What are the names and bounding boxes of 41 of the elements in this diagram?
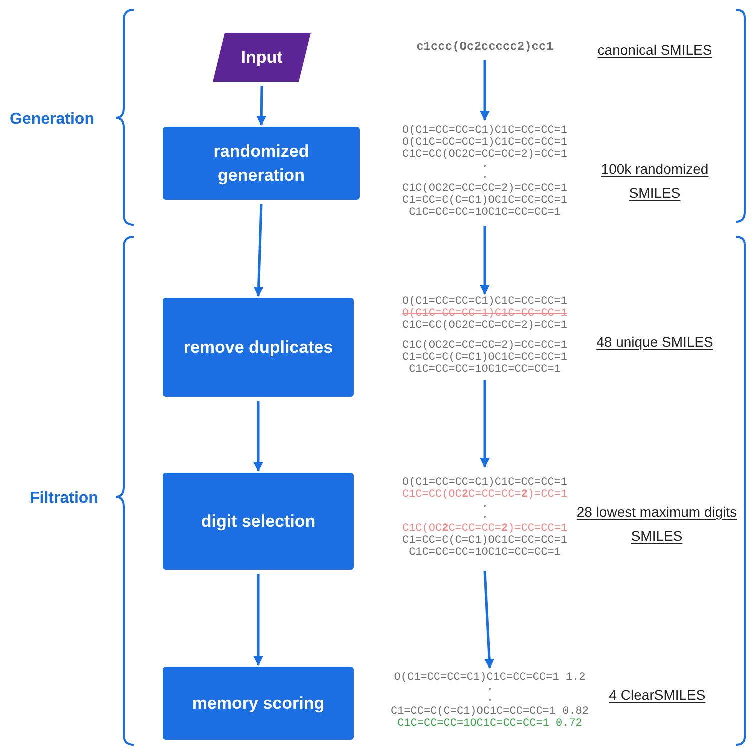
- smiles-line: C1C(OC2C=CC=CC=2)=CC=CC=1: [402, 523, 568, 535]
- smiles-line: C1C=CC(OC2C=CC=CC=2)=CC=1: [402, 149, 568, 161]
- arrow: [254, 401, 264, 472]
- smiles-line: C1=CC=C(C=C1)OC1C=CC=CC=1: [402, 535, 568, 547]
- smiles-line: O(C1C=CC=CC=1)C1C=CC=CC=1: [402, 308, 568, 320]
- process-box: digit selection: [163, 473, 354, 570]
- smiles-line: C1C=CC=CC=1OC1C=CC=CC=1: [409, 547, 561, 559]
- input-parallelogram: Input: [213, 33, 311, 82]
- arrow: [254, 204, 264, 297]
- smiles-line: C1C=CC(OC2C=CC=CC=2)=CC=1: [402, 489, 568, 501]
- count-caption: 48 unique SMILES: [596, 333, 714, 352]
- smiles-line: O(C1C=CC=CC=1)C1C=CC=CC=1: [402, 137, 568, 149]
- smiles-line: C1=CC=C(C=C1)OC1C=CC=CC=1: [402, 352, 568, 364]
- phase-label: Filtration: [30, 489, 98, 509]
- arrow: [480, 226, 490, 295]
- smiles-line: C1=CC=C(C=C1)OC1C=CC=CC=1: [402, 195, 568, 207]
- smiles-line: C1C=CC=CC=1OC1C=CC=CC=1: [409, 207, 561, 219]
- smiles-line: c1ccc(Oc2ccccc2)cc1: [416, 41, 554, 53]
- smiles-line: C1C(OC2C=CC=CC=2)=CC=CC=1: [402, 340, 568, 352]
- process-box: randomized generation: [163, 127, 360, 200]
- smiles-line: C1C=CC=CC=1OC1C=CC=CC=1: [409, 364, 561, 376]
- smiles-line: O(C1=CC=CC=C1)C1C=CC=CC=1: [402, 125, 568, 137]
- arrow: [480, 380, 490, 468]
- smiles-line: C1C(OC2C=CC=CC=2)=CC=CC=1: [402, 183, 568, 195]
- smiles-line: C1C=CC=CC=1OC1C=CC=CC=1 0.72: [398, 718, 582, 730]
- process-box: remove duplicates: [163, 298, 354, 397]
- count-caption: 28 lowest maximum digits SMILES: [576, 503, 738, 546]
- arrow: [484, 570, 495, 669]
- smiles-line: O(C1=CC=CC=C1)C1C=CC=CC=1 1.2: [394, 672, 586, 684]
- process-box: memory scoring: [163, 667, 354, 740]
- count-caption: 100k randomized SMILES: [600, 160, 710, 203]
- phase-label: Generation: [10, 110, 94, 130]
- count-caption: 4 ClearSMILES: [608, 686, 707, 705]
- arrow: [256, 86, 267, 126]
- smiles-line: C1C=CC(OC2C=CC=CC=2)=CC=1: [402, 320, 568, 332]
- smiles-line: C1=CC=C(C=C1)OC1C=CC=CC=1 0.82: [390, 706, 590, 718]
- smiles-line: O(C1=CC=CC=C1)C1C=CC=CC=1: [402, 477, 568, 489]
- arrow: [254, 574, 264, 666]
- count-caption: canonical SMILES: [596, 41, 714, 60]
- smiles-line: O(C1=CC=CC=C1)C1C=CC=CC=1: [402, 296, 568, 308]
- arrow: [480, 60, 490, 121]
